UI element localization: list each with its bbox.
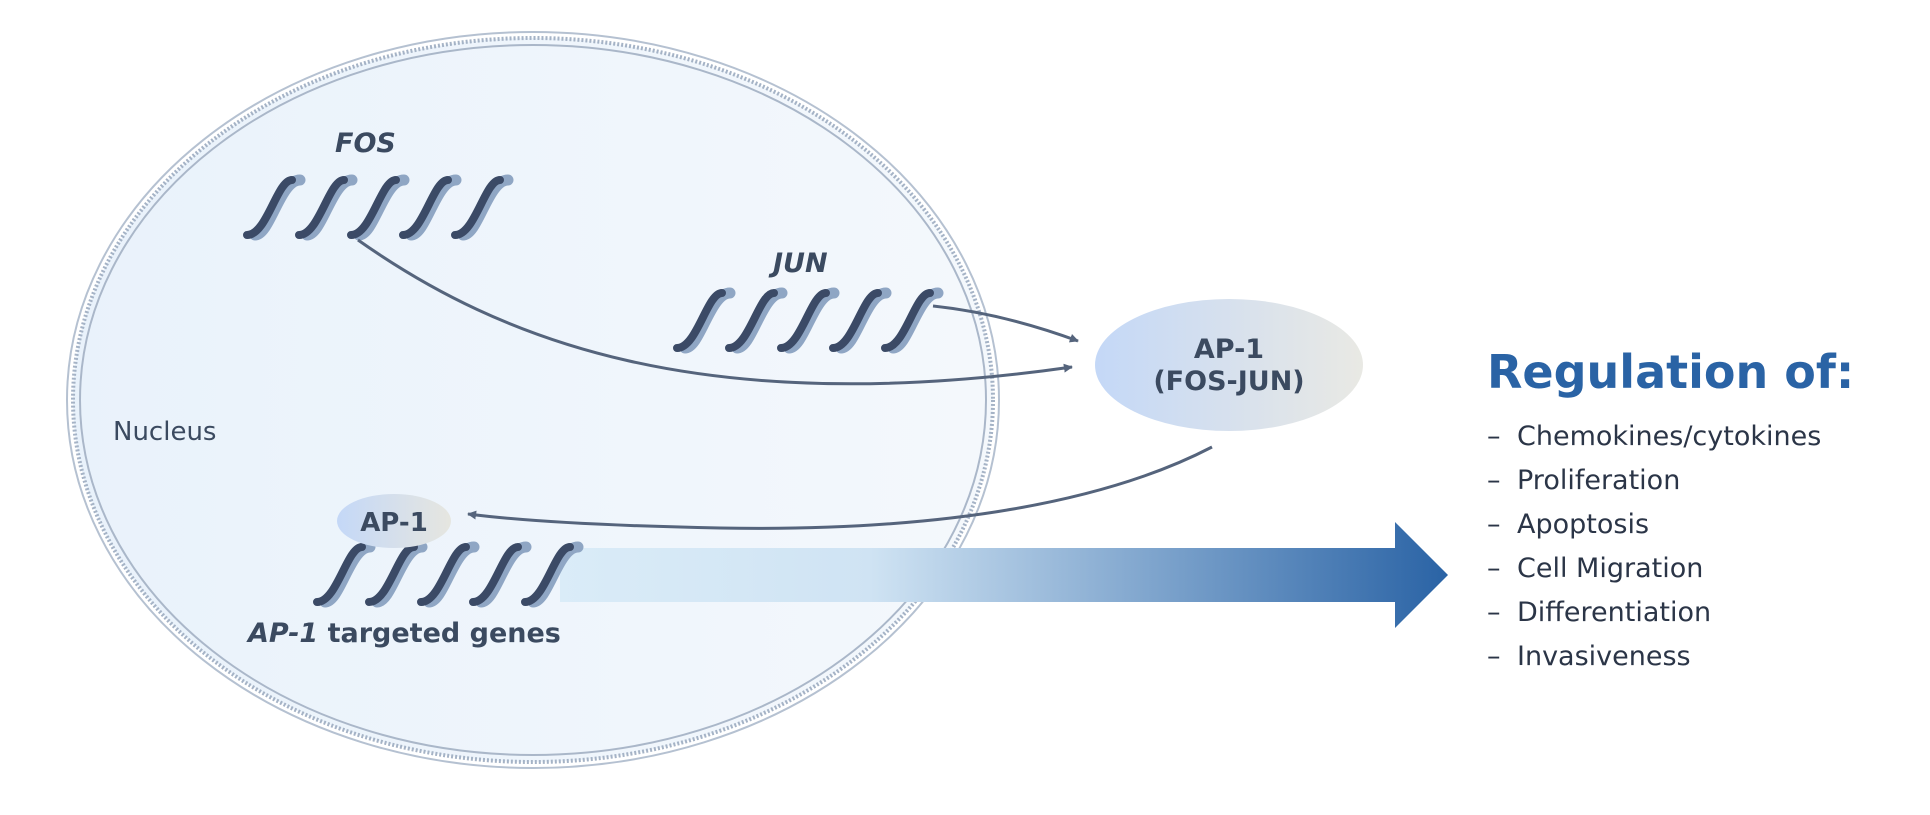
regulation-item-dash: – bbox=[1487, 553, 1501, 584]
bound-ap1-label: AP-1 bbox=[360, 508, 428, 538]
regulation-item: Proliferation bbox=[1517, 465, 1680, 496]
ap1-complex-line2: (FOS-JUN) bbox=[1153, 366, 1304, 397]
regulation-title: Regulation of: bbox=[1487, 345, 1854, 399]
nucleus bbox=[66, 31, 1000, 769]
ap1-complex-line1: AP-1 bbox=[1194, 334, 1264, 365]
regulation-item: Cell Migration bbox=[1517, 553, 1703, 584]
regulation-item-dash: – bbox=[1487, 421, 1501, 452]
jun-to-ap1-arrow bbox=[932, 304, 1079, 343]
regulation-item-dash: – bbox=[1487, 465, 1501, 496]
regulation-list: –Chemokines/cytokines–Proliferation–Apop… bbox=[1487, 421, 1821, 672]
regulation-item-dash: – bbox=[1487, 597, 1501, 628]
fos-to-ap1-arrow bbox=[357, 238, 1073, 386]
bound-ap1-ellipse bbox=[337, 494, 451, 548]
targeted-genes-label: AP-1 targeted genes bbox=[246, 618, 561, 649]
regulation-item: Invasiveness bbox=[1517, 641, 1691, 672]
ap1-complex-ellipse bbox=[1095, 299, 1363, 431]
nucleus-label: Nucleus bbox=[113, 417, 216, 447]
targeted-genes-italic: AP-1 bbox=[246, 618, 318, 649]
regulation-item-dash: – bbox=[1487, 509, 1501, 540]
targeted-genes-rest: targeted genes bbox=[318, 618, 561, 649]
regulation-item-dash: – bbox=[1487, 641, 1501, 672]
regulation-item: Chemokines/cytokines bbox=[1517, 421, 1821, 452]
regulation-item: Apoptosis bbox=[1517, 509, 1649, 540]
ap1-to-genes-arrow bbox=[467, 445, 1213, 530]
regulation-item: Differentiation bbox=[1517, 597, 1711, 628]
jun-gene-label: JUN bbox=[768, 248, 828, 279]
fos-gene-label: FOS bbox=[335, 128, 396, 159]
regulation-arrow bbox=[560, 522, 1448, 628]
